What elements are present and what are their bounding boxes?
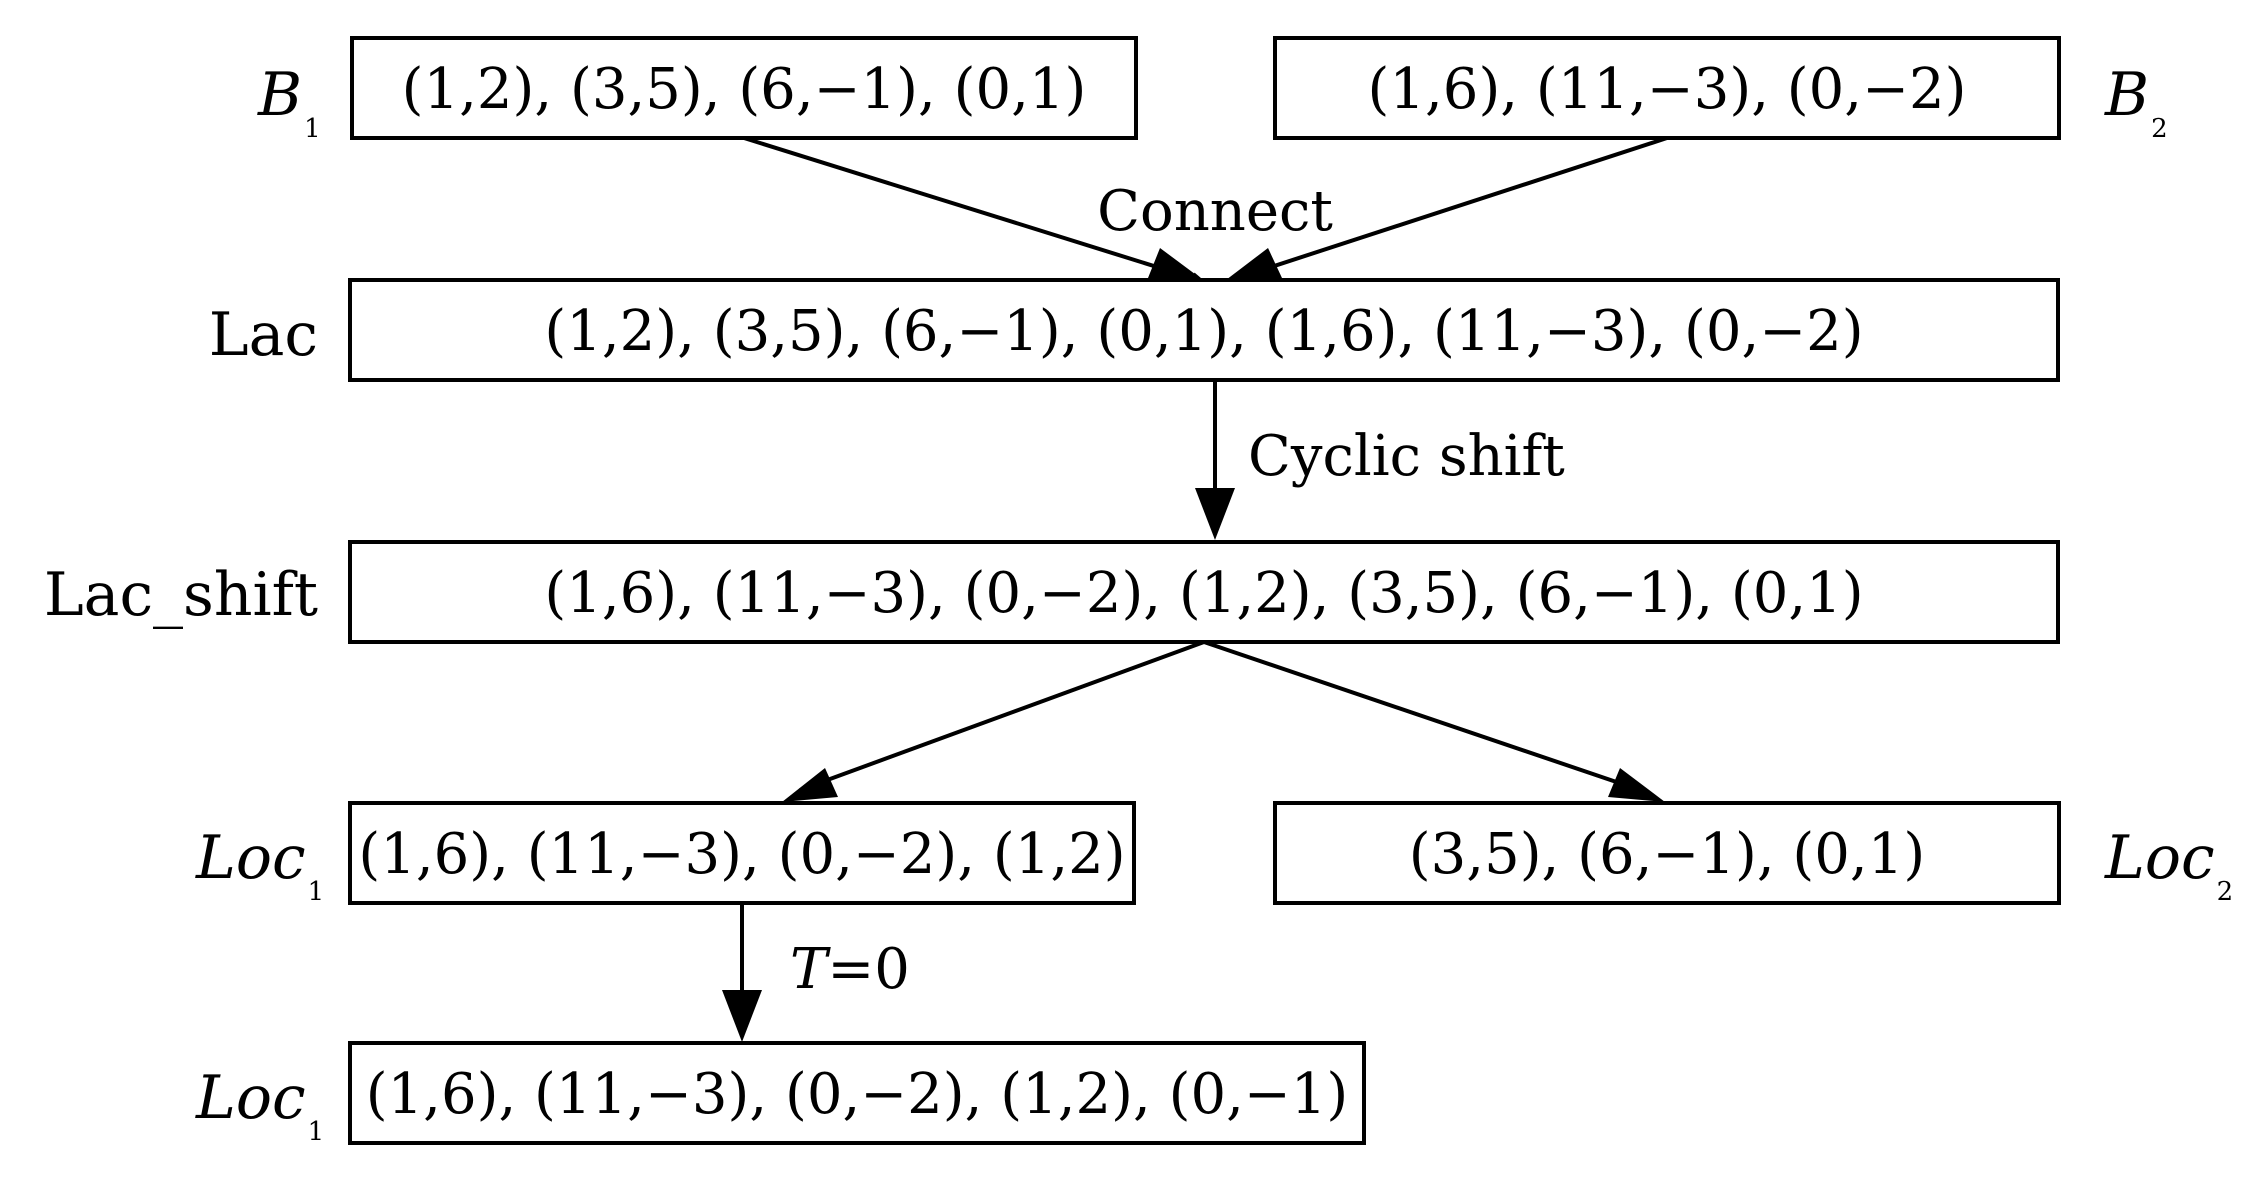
- threshold-arrow: [722, 903, 762, 1042]
- loc2-label: Loc2: [2104, 823, 2233, 907]
- loc1-final-box: (1,6), (11,−3), (0,−2), (1,2), (0,−1): [348, 1041, 1366, 1145]
- loc2-values: (3,5), (6,−1), (0,1): [1409, 822, 1925, 887]
- b1-label: B1: [257, 60, 321, 144]
- threshold-label: T=0: [790, 937, 910, 1002]
- b2-box: (1,6), (11,−3), (0,−2): [1273, 36, 2061, 140]
- b1-box: (1,2), (3,5), (6,−1), (0,1): [350, 36, 1138, 140]
- b2-label: B2: [2104, 60, 2168, 144]
- connect-label: Connect: [1097, 179, 1333, 244]
- b2-values: (1,6), (11,−3), (0,−2): [1368, 57, 1967, 122]
- lac-values: (1,2), (3,5), (6,−1), (0,1), (1,6), (11,…: [544, 299, 1863, 364]
- arrow-b2-to-lac: [1224, 136, 1668, 284]
- lac-box: (1,2), (3,5), (6,−1), (0,1), (1,6), (11,…: [348, 278, 2060, 382]
- lac-shift-box: (1,6), (11,−3), (0,−2), (1,2), (3,5), (6…: [348, 540, 2060, 644]
- loc1-final-label: Loc1: [195, 1063, 324, 1147]
- b1-values: (1,2), (3,5), (6,−1), (0,1): [402, 57, 1087, 122]
- cyclic-shift-arrow: [1195, 380, 1235, 540]
- arrowhead-cyclic-shift: [1195, 488, 1235, 540]
- lac-shift-values: (1,6), (11,−3), (0,−2), (1,2), (3,5), (6…: [544, 561, 1863, 626]
- arrowhead-b2: [1222, 248, 1282, 283]
- arrow-b1-to-lac: [743, 136, 1206, 284]
- arrow-to-loc2: [1203, 640, 1641, 792]
- connect-arrows: [743, 136, 1668, 284]
- loc2-box: (3,5), (6,−1), (0,1): [1273, 801, 2061, 905]
- arrow-to-loc1: [799, 640, 1205, 792]
- loc1-values: (1,6), (11,−3), (0,−2), (1,2): [358, 822, 1125, 887]
- loc1-box: (1,6), (11,−3), (0,−2), (1,2): [348, 801, 1136, 905]
- split-arrows: [782, 640, 1665, 802]
- loc1-label: Loc1: [195, 823, 324, 907]
- lac-shift-label: Lac_shift: [44, 560, 318, 630]
- arrowhead-loc1: [782, 768, 838, 802]
- arrowhead-threshold: [722, 990, 762, 1042]
- loc1-final-values: (1,6), (11,−3), (0,−2), (1,2), (0,−1): [366, 1062, 1349, 1127]
- lac-label: Lac: [209, 300, 318, 370]
- cyclic-shift-label: Cyclic shift: [1248, 424, 1565, 489]
- arrowhead-b1: [1148, 248, 1207, 283]
- arrowhead-loc2: [1608, 768, 1665, 802]
